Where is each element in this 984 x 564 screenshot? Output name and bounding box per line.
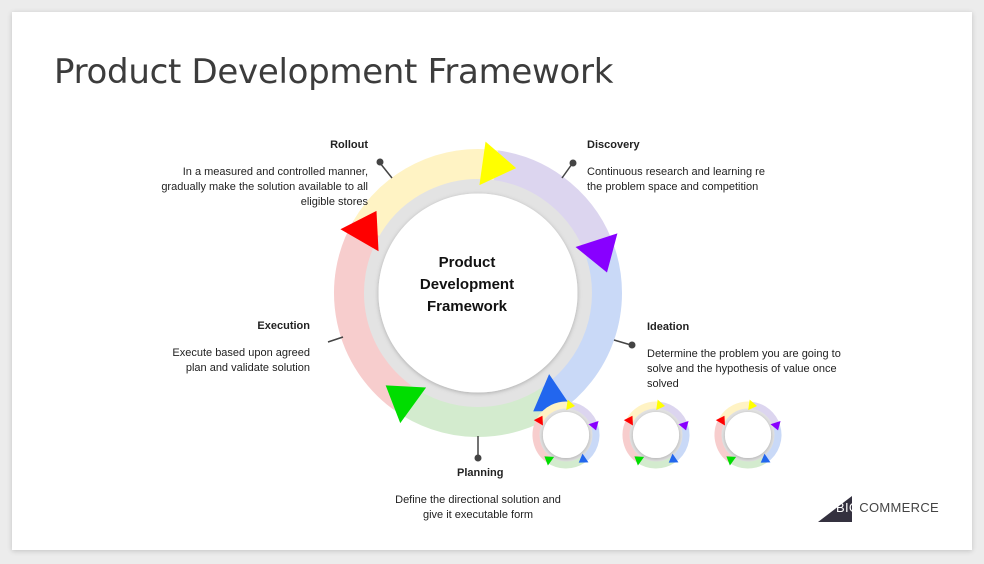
main-cycle-inner-ring xyxy=(353,168,603,418)
mini-cycle-3-execution-arrow-icon xyxy=(715,415,725,426)
mini-cycle-2-core xyxy=(632,411,680,459)
mini-cycle-2 xyxy=(622,399,690,469)
execution-desc-2: plan and validate solution xyxy=(185,362,310,374)
mini-cycles xyxy=(532,399,782,469)
main-cycle-discovery-arrow-icon xyxy=(575,233,618,273)
discovery-desc-1: Continuous research and learning re xyxy=(587,166,765,178)
mini-cycle-1-core xyxy=(542,411,590,459)
slide-title: Product Development Framework xyxy=(54,52,614,92)
ideation-connector xyxy=(613,339,632,346)
main-cycle-execution-segment xyxy=(334,221,412,410)
center-label: Product Development Framework xyxy=(405,252,529,318)
mini-cycle-1-execution-arrow-icon xyxy=(533,415,543,426)
discovery-title: Discovery xyxy=(587,139,640,151)
planning-title: Planning xyxy=(457,467,504,479)
mini-cycle-1 xyxy=(532,399,600,469)
mini-cycle-3-discovery-arrow-icon xyxy=(770,420,781,431)
mini-cycle-2-planning-arrow-icon xyxy=(634,456,645,466)
logo-wordmark-big: BIG xyxy=(836,500,860,515)
main-cycle-planning-segment xyxy=(393,385,559,437)
center-label-line2: Development xyxy=(419,276,515,293)
ideation-title: Ideation xyxy=(647,321,690,333)
center-label-line3: Framework xyxy=(426,298,508,315)
main-cycle xyxy=(334,141,622,437)
mini-cycle-2-inner-ring xyxy=(626,405,686,465)
ideation-desc-3: solved xyxy=(647,378,679,390)
planning-desc-2: give it executable form xyxy=(422,509,534,521)
execution-title: Execution xyxy=(257,320,310,332)
rollout-desc-2: gradually make the solution available to… xyxy=(161,181,368,193)
mini-cycle-1-ideation-arrow-icon xyxy=(578,453,589,463)
ideation-connector-dot xyxy=(628,341,636,349)
main-cycle-rollout-segment xyxy=(353,149,499,237)
logo-mark-icon xyxy=(818,496,852,522)
execution-label: Execution Execute based upon agreed plan… xyxy=(150,319,310,376)
planning-desc-1: Define the directional solution and xyxy=(395,494,561,506)
mini-cycle-3-rollout-arrow-icon xyxy=(748,399,758,411)
center-label-line1: Product xyxy=(438,254,496,271)
main-cycle-rollout-arrow-icon xyxy=(479,141,517,186)
discovery-label: Discovery Continuous research and learni… xyxy=(587,138,787,195)
mini-cycle-3-inner-ring xyxy=(718,405,778,465)
execution-connector xyxy=(327,336,344,343)
mini-cycle-1-discovery-arrow-icon xyxy=(588,420,599,431)
logo-wordmark-rest: COMMERCE xyxy=(859,500,939,515)
ideation-desc-1: Determine the problem you are going to xyxy=(647,348,841,360)
main-cycle-core xyxy=(378,193,578,393)
bigcommerce-logo: BIGCOMMERCE xyxy=(818,496,939,524)
main-cycle-planning-arrow-icon xyxy=(385,385,427,424)
rollout-connector xyxy=(379,162,393,179)
ideation-label: Ideation Determine the problem you are g… xyxy=(647,320,857,392)
logo-wordmark: BIGCOMMERCE xyxy=(836,500,939,515)
mini-cycle-3-core xyxy=(724,411,772,459)
rollout-title: Rollout xyxy=(330,139,368,151)
discovery-connector-dot xyxy=(569,159,577,167)
mini-cycle-3-planning-arrow-icon xyxy=(726,456,737,466)
mini-cycle-2-rollout-arrow-icon xyxy=(656,399,666,411)
mini-cycle-3 xyxy=(714,399,782,469)
rollout-label: Rollout In a measured and controlled man… xyxy=(160,138,368,210)
planning-connector-dot xyxy=(474,454,482,462)
discovery-connector xyxy=(561,163,573,179)
rollout-desc-1: In a measured and controlled manner, xyxy=(182,166,368,178)
connectors xyxy=(327,158,636,462)
mini-cycle-1-inner-ring xyxy=(536,405,596,465)
discovery-desc-2: the problem space and competition xyxy=(587,181,759,193)
mini-cycle-2-ideation-arrow-icon xyxy=(668,453,679,463)
mini-cycle-3-ideation-arrow-icon xyxy=(760,453,771,463)
main-cycle-ideation-segment xyxy=(541,248,622,413)
planning-label: Planning Define the directional solution… xyxy=(378,466,578,523)
mini-cycle-2-execution-arrow-icon xyxy=(623,415,633,426)
mini-cycle-2-discovery-arrow-icon xyxy=(678,420,689,431)
rollout-desc-3: eligible stores xyxy=(300,196,368,208)
ideation-desc-2: solve and the hypothesis of value once xyxy=(647,363,837,375)
execution-desc-1: Execute based upon agreed xyxy=(172,347,310,359)
mini-cycle-1-rollout-arrow-icon xyxy=(566,399,576,411)
main-cycle-execution-arrow-icon xyxy=(340,210,379,252)
mini-cycle-1-planning-arrow-icon xyxy=(544,456,555,466)
rollout-connector-dot xyxy=(376,158,384,166)
